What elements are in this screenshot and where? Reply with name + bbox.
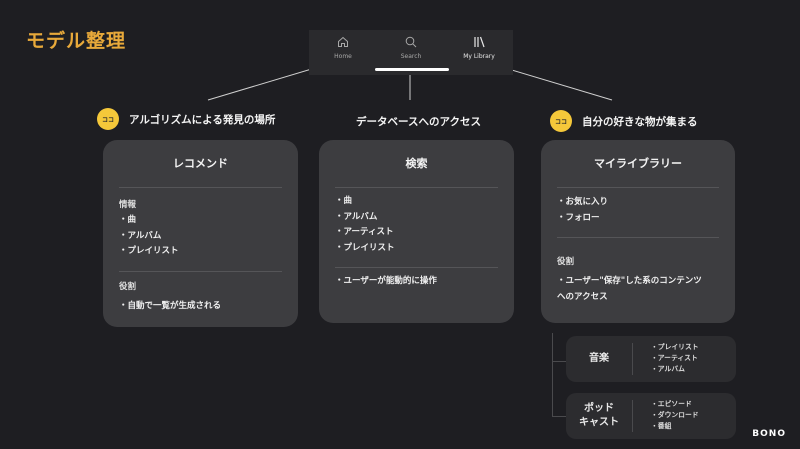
info-item: ・お気に入り (557, 197, 609, 207)
list-item: ・アーティスト (651, 354, 698, 362)
role-item: ・ユーザーが能動的に操作 (335, 276, 437, 286)
bracket-line (552, 416, 566, 417)
sub-card-name-line: キャスト (579, 417, 619, 428)
page-title: モデル整理 (26, 30, 127, 52)
role-item: ・ユーザー"保存"した系のコンテンツ (557, 276, 702, 286)
library-icon (445, 34, 513, 50)
divider (632, 400, 633, 432)
card-recommend: レコメンド 情報 ・曲 ・アルバム ・プレイリスト 役割 ・自動で一覧が生成され… (103, 140, 298, 327)
section-heading-text: 自分の好きな物が集まる (582, 115, 698, 128)
nav-label-home: Home (334, 53, 352, 60)
section-heading-search: データベースへのアクセス (356, 114, 481, 129)
home-icon (309, 34, 377, 50)
info-item: ・プレイリスト (119, 246, 179, 256)
bracket-line (552, 333, 553, 416)
card-title: 検索 (405, 157, 428, 170)
info-item: ・アーティスト (335, 227, 394, 237)
list-item: ・番組 (651, 422, 672, 430)
search-icon (377, 34, 445, 50)
sub-card-list: ・プレイリスト ・アーティスト ・アルバム (651, 342, 699, 375)
koko-badge: ココ (97, 108, 119, 130)
list-item: ・プレイリスト (651, 343, 699, 351)
info-item: ・アルバム (119, 230, 162, 241)
bracket-line (552, 361, 566, 362)
nav-item-search[interactable]: Search (377, 34, 445, 60)
role-item: へのアクセス (557, 291, 608, 302)
sub-card-podcast: ポッド キャスト ・エピソード ・ダウンロード ・番組 (566, 393, 736, 439)
nav-label-search: Search (400, 53, 422, 60)
divider (119, 270, 282, 272)
info-label: 情報 (119, 200, 137, 210)
section-heading-text: アルゴリズムによる発見の場所 (129, 113, 276, 126)
section-heading-recommend: ココ アルゴリズムによる発見の場所 (97, 108, 275, 130)
info-item: ・アルバム (335, 211, 378, 222)
section-heading-text: データベースへのアクセス (356, 116, 481, 128)
divider (557, 237, 719, 238)
sub-card-name: 音楽 (566, 336, 632, 382)
info-item: ・曲 (119, 215, 137, 225)
bottom-nav-bar: Home Search My Library (309, 30, 513, 75)
nav-item-library[interactable]: My Library (445, 34, 513, 60)
divider (335, 267, 498, 268)
list-item: ・アルバム (651, 365, 685, 373)
info-item: ・プレイリスト (335, 242, 395, 253)
list-item: ・エピソード (651, 400, 692, 408)
divider (119, 187, 282, 188)
sub-card-music: 音楽 ・プレイリスト ・アーティスト ・アルバム (566, 336, 736, 382)
card-title: マイライブラリー (594, 157, 682, 170)
info-item: ・フォロー (557, 212, 600, 223)
sub-card-name-line: ポッド (584, 403, 614, 414)
role-label: 役割 (119, 281, 137, 292)
sub-card-name-line: 音楽 (589, 353, 609, 364)
card-title: レコメンド (173, 157, 228, 170)
brand-logo: BONO (752, 429, 786, 439)
divider (632, 343, 633, 375)
role-item: ・自動で一覧が生成される (119, 300, 222, 311)
sub-card-list: ・エピソード ・ダウンロード ・番組 (651, 399, 699, 432)
home-indicator (375, 68, 449, 71)
nav-item-home[interactable]: Home (309, 34, 377, 60)
list-item: ・ダウンロード (651, 411, 699, 419)
card-my-library: マイライブラリー ・お気に入り ・フォロー 役割 ・ユーザー"保存"した系のコン… (541, 140, 735, 323)
divider (557, 187, 719, 188)
card-search: 検索 ・曲 ・アルバム ・アーティスト ・プレイリスト ・ユーザーが能動的に操作 (319, 140, 514, 323)
info-item: ・曲 (335, 196, 353, 206)
section-heading-library: ココ 自分の好きな物が集まる (550, 110, 698, 132)
sub-card-name: ポッド キャスト (566, 393, 632, 439)
divider (335, 187, 498, 188)
koko-badge: ココ (550, 110, 572, 132)
role-label: 役割 (557, 257, 575, 267)
nav-label-library: My Library (463, 53, 495, 60)
